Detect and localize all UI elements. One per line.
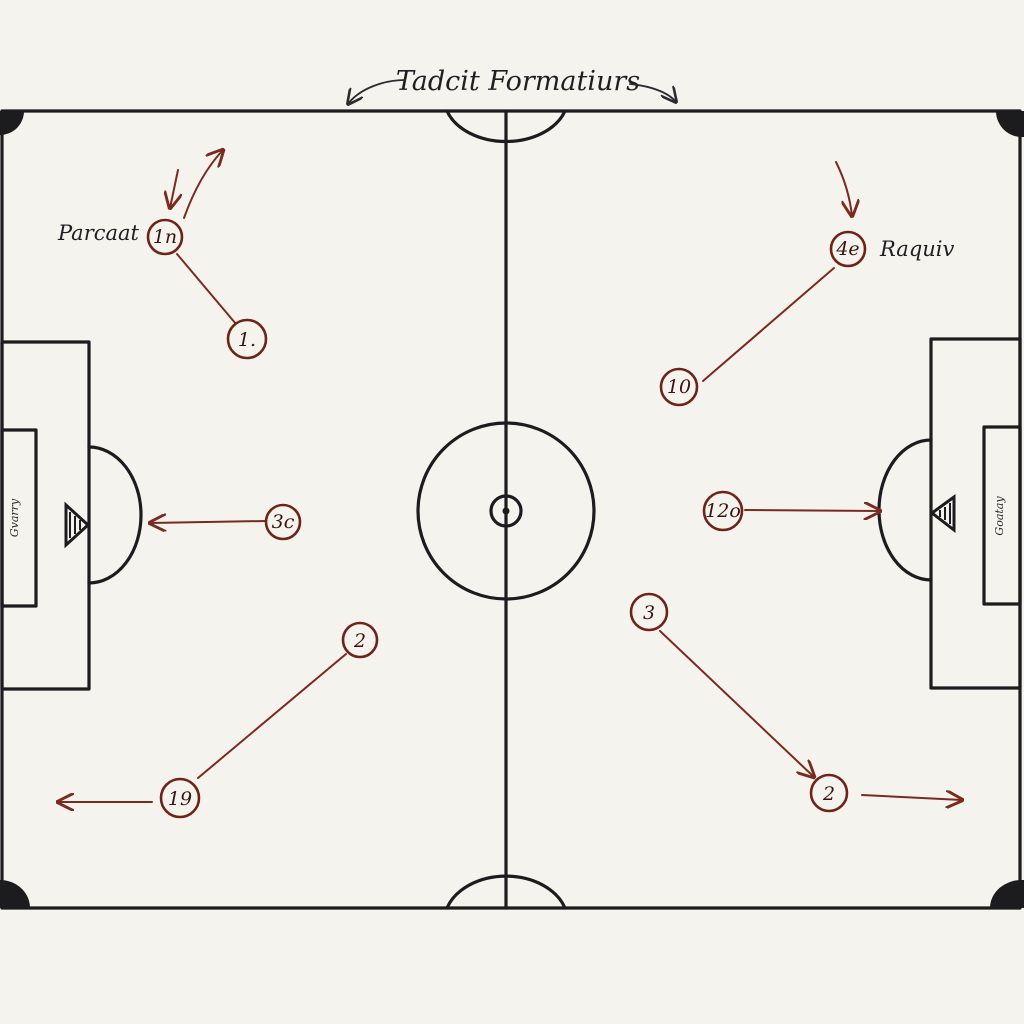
arrow-12o-right <box>744 510 880 511</box>
diagram-title: Tadcit Formatiurs <box>396 66 640 97</box>
arrow-into-4e <box>835 161 852 216</box>
player-label: 1. <box>238 329 256 351</box>
arrow-from-1n-b <box>183 150 223 219</box>
right-goal-label: Goatay <box>993 496 1006 536</box>
pitch: Gvarry Goatay <box>0 109 1024 910</box>
link-1n-to-1 <box>176 253 237 325</box>
corner-bottom-left <box>0 880 30 908</box>
player-label: 2 <box>353 630 366 652</box>
center-circle <box>416 421 596 601</box>
right-note: Raquiv <box>879 237 954 261</box>
player-label: 1n <box>153 226 177 248</box>
arrow-3c-left <box>150 521 266 523</box>
corner-bottom-right <box>989 879 1024 908</box>
arrow-into-1n-a <box>170 169 178 208</box>
top-center-arc <box>445 109 567 144</box>
player-tokens: 1n 1. 3c 2 19 4e 10 12o <box>146 218 867 819</box>
player-token: 19 <box>159 777 201 819</box>
player-label: 3 <box>643 602 655 624</box>
player-label: 4e <box>835 238 859 260</box>
title-right-arrow <box>629 83 676 102</box>
player-token: 12o <box>702 490 744 532</box>
left-goal-area <box>0 428 38 608</box>
player-label: 3c <box>272 511 295 533</box>
left-note: Parcaat <box>57 221 140 245</box>
player-token: 3 <box>629 592 669 632</box>
center-spot-ring <box>489 494 523 528</box>
left-penalty-arc <box>87 445 143 585</box>
right-goal-marker <box>929 494 956 534</box>
right-penalty-arc <box>877 438 933 582</box>
link-4e-to-10 <box>702 267 835 382</box>
player-label: 2 <box>822 783 835 805</box>
player-token: 2 <box>809 773 849 813</box>
center-spot <box>502 507 510 515</box>
corner-top-left <box>0 111 24 135</box>
player-label: 12o <box>705 500 741 522</box>
player-token: 10 <box>659 367 699 407</box>
player-token: 3c <box>264 503 302 541</box>
player-token: 2 <box>341 621 379 659</box>
arrow-2-right <box>861 795 962 800</box>
left-goal-label: Gvarry <box>8 498 21 537</box>
player-label: 10 <box>667 376 691 398</box>
title-left-arrow <box>348 79 406 104</box>
player-token: 1. <box>226 318 268 360</box>
left-goal-marker <box>64 501 91 549</box>
player-token: 4e <box>829 230 867 268</box>
link-2-to-19 <box>197 653 347 779</box>
bottom-center-arc <box>445 874 567 910</box>
player-token: 1n <box>146 218 184 256</box>
arrow-3-to-2 <box>659 630 814 777</box>
movement-lines <box>58 150 962 802</box>
player-label: 19 <box>168 788 192 810</box>
right-goal-area <box>982 425 1022 606</box>
corner-top-right <box>995 111 1024 138</box>
